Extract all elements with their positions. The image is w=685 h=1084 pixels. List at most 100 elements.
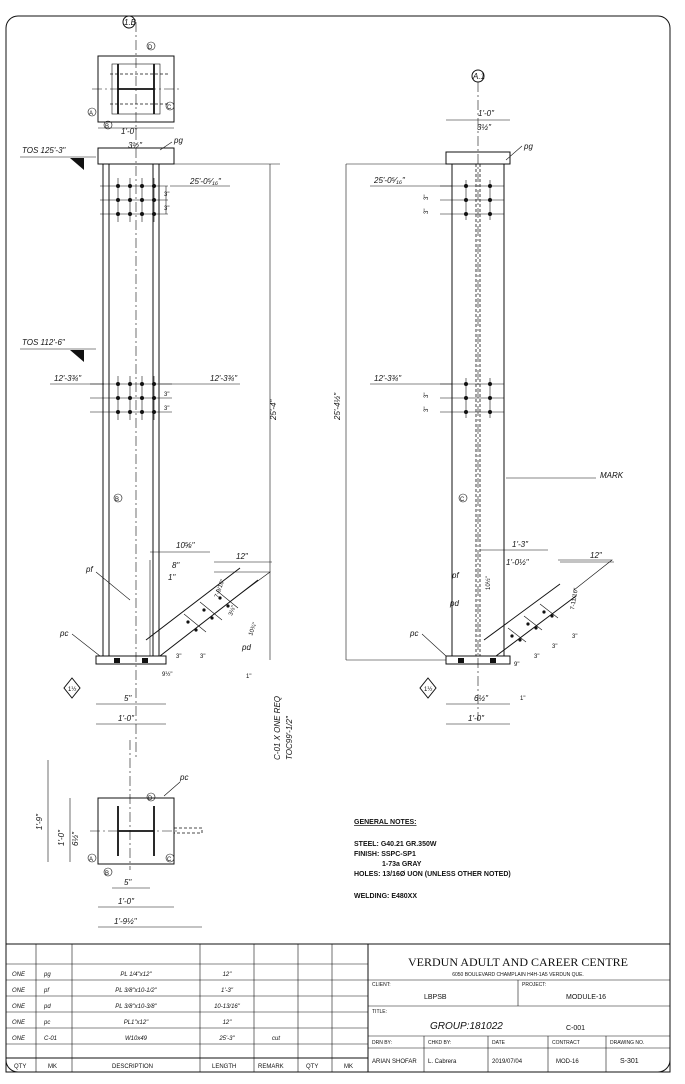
dim-bolt-space: 3" bbox=[424, 393, 430, 398]
bom-cell-desc: PL 1/4"x12" bbox=[120, 972, 152, 978]
dim-overall-height-right: 25'-4½" bbox=[333, 392, 342, 421]
dim-plan-five: 5" bbox=[124, 878, 132, 887]
checked-value: L. Cabrera bbox=[428, 1059, 457, 1065]
bom-cell-qty: ONE bbox=[12, 1004, 26, 1010]
bom-cell-qty: ONE bbox=[12, 972, 26, 978]
drawing-no-label: DRAWING NO. bbox=[610, 1040, 644, 1046]
label-pf-right: pf bbox=[451, 571, 459, 580]
bom-cell-length: 1'-3" bbox=[221, 988, 234, 994]
title-group: GROUP:181022 bbox=[430, 1021, 503, 1032]
dim-top-half: 3½" bbox=[128, 141, 143, 150]
bom-cell-mk: pf bbox=[43, 988, 50, 994]
tos-lower-label: TOS 112'-6" bbox=[22, 338, 66, 347]
plan-tag: C bbox=[167, 857, 172, 863]
plan-tag: B bbox=[105, 871, 109, 877]
bom-cell-desc: PL1"x12" bbox=[124, 1020, 149, 1026]
upper-bolt-group bbox=[100, 178, 168, 222]
base-tag-right: 1½ bbox=[424, 686, 432, 693]
column-mark: B bbox=[115, 497, 119, 503]
dim-upper-elevation-right: 25'-0⁵⁄₁₆" bbox=[373, 176, 406, 185]
dim-bolt-space: 3" bbox=[424, 209, 430, 214]
dim-top-width: 1'-0" bbox=[121, 127, 138, 136]
notes-title: GENERAL NOTES: bbox=[354, 819, 417, 826]
dim-brace: 1'-3" bbox=[512, 540, 529, 549]
bom-cell-desc: W10x49 bbox=[125, 1036, 148, 1042]
dim-brace: 1" bbox=[168, 573, 176, 582]
dim-base-half-right: 6½" bbox=[474, 694, 489, 703]
drawn-value: ARIAN SHOFAR bbox=[372, 1059, 417, 1065]
base-tag: 1½ bbox=[68, 686, 76, 693]
right-column-elevation: A.1 1'-0" 3½" pg 25'-4½" 25'-0⁵⁄₁₆" 3" 3… bbox=[333, 69, 624, 725]
dim-top-half-right: 3½" bbox=[477, 123, 492, 132]
dim-bolt-space: 3" bbox=[164, 392, 169, 398]
bom-cell-qty: ONE bbox=[12, 988, 26, 994]
bom-cell-desc: PL 3/8"x10-1/2" bbox=[115, 988, 157, 994]
note-vertical: TOC99'-1/2" bbox=[285, 715, 294, 760]
project-value: MODULE-16 bbox=[566, 994, 606, 1001]
project-label: PROJECT: bbox=[522, 982, 546, 988]
dim-bolt-space: 3" bbox=[164, 206, 169, 212]
label-pg-right: pg bbox=[523, 142, 533, 151]
label-mark: MARK bbox=[600, 471, 624, 480]
dim-brace: 12" bbox=[590, 551, 603, 560]
note-vertical: C-01 X ONE REQ bbox=[273, 696, 282, 760]
checked-label: CHKD BY: bbox=[428, 1040, 451, 1046]
label-pg: pg bbox=[173, 136, 183, 145]
dim-base-half: 5" bbox=[124, 694, 132, 703]
dim-brace: 3" bbox=[552, 644, 557, 650]
plan-tag: B bbox=[105, 124, 109, 130]
bom-header-mk: MK bbox=[48, 1064, 57, 1070]
client-label: CLIENT: bbox=[372, 982, 391, 988]
dim-bolt-space: 3" bbox=[424, 407, 430, 412]
bom-cell-remark: cut bbox=[272, 1036, 280, 1042]
dim-brace: 9" bbox=[514, 662, 519, 668]
sheet-border bbox=[5, 15, 671, 1073]
bom-cell-length: 12" bbox=[223, 1020, 233, 1026]
bom-header-qty: QTY bbox=[14, 1064, 26, 1070]
grid-bubble-b-top bbox=[122, 15, 136, 29]
dim-bolt-space: 3" bbox=[424, 195, 430, 200]
dim-brace: 3" bbox=[176, 654, 181, 660]
dim-plan-inner: 1'-0" bbox=[57, 829, 66, 846]
grid-label-top-right: A.1 bbox=[472, 72, 485, 81]
dim-brace: 10¾" bbox=[248, 622, 258, 637]
bom-header-description: DESCRIPTION bbox=[112, 1064, 153, 1070]
bom-cell-length: 25'-3" bbox=[218, 1036, 235, 1042]
plan-tag: A bbox=[89, 857, 93, 863]
bom-cell-mk: pc bbox=[43, 1020, 50, 1026]
dim-brace: 8" bbox=[172, 561, 180, 570]
date-value: 2019/07/04 bbox=[492, 1059, 523, 1065]
project-address: 6050 BOULEVARD CHAMPLAIN H4H-1A5 VERDUN … bbox=[452, 972, 584, 978]
title-mark: C-001 bbox=[566, 1025, 585, 1032]
dim-base-width-right: 1'-0" bbox=[468, 714, 485, 723]
bom-header-remark: REMARK bbox=[258, 1064, 284, 1070]
dim-plan-width: 1'-0" bbox=[118, 897, 135, 906]
dim-brace: 9½" bbox=[162, 671, 172, 678]
label-pf: pf bbox=[85, 565, 93, 574]
drawn-label: DRN BY: bbox=[372, 1040, 392, 1046]
dim-bolt-space: 3" bbox=[164, 192, 169, 198]
dim-brace: 10½" bbox=[485, 576, 492, 590]
label-pd: pd bbox=[241, 643, 251, 652]
dim-base-width: 1'-0" bbox=[118, 714, 135, 723]
dim-overall-height: 25'-4" bbox=[269, 398, 278, 421]
dim-brace: 10⅝" bbox=[176, 541, 196, 550]
dim-brace: 7-9/16" bbox=[214, 579, 226, 599]
notes-line: WELDING: E480XX bbox=[354, 893, 417, 900]
dim-brace: 12" bbox=[236, 552, 249, 561]
dim-brace: 1" bbox=[246, 674, 251, 680]
dim-bolt-space: 3" bbox=[164, 406, 169, 412]
base-plate-pc bbox=[95, 655, 167, 665]
bom-cell-qty: ONE bbox=[12, 1036, 26, 1042]
notes-line: STEEL: G40.21 GR.350W bbox=[354, 841, 437, 848]
column-mark-right: C bbox=[460, 497, 465, 503]
dim-brace: 3" bbox=[534, 654, 539, 660]
contract-value: MOD-16 bbox=[556, 1059, 579, 1065]
label-pc: pc bbox=[59, 629, 68, 638]
dim-brace: 3" bbox=[200, 654, 205, 660]
plan-tag: C bbox=[167, 105, 172, 111]
dim-brace: 3½" bbox=[227, 604, 237, 616]
dim-mid-elevation-right: 12'-3¾" bbox=[210, 374, 238, 383]
